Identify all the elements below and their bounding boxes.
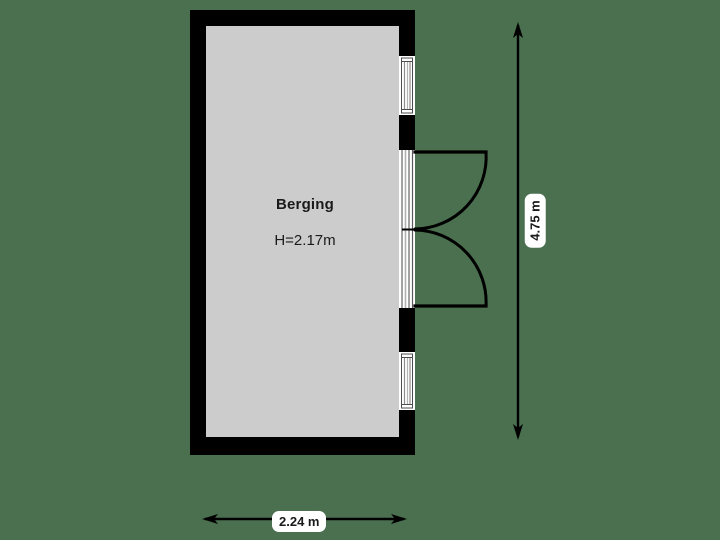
dimension-horizontal-arrow-left: [202, 514, 218, 524]
room-height-label: H=2.17m: [274, 232, 336, 249]
double-door-icon: [399, 147, 488, 311]
door-swing-arc-lower: [413, 228, 488, 308]
window-upper-icon: [401, 57, 413, 114]
dimension-vertical-arrow-top: [513, 22, 523, 38]
window-lower-icon: [401, 353, 413, 409]
dimension-horizontal-label: 2.24 m: [272, 511, 327, 532]
door-head-tick: [399, 147, 415, 150]
dimension-vertical-label: 4.75 m: [524, 193, 546, 248]
dimension-vertical: [513, 22, 523, 440]
door-swing-arc-upper: [413, 150, 488, 231]
room-walls: [190, 10, 415, 455]
window-upper-frame: [401, 57, 413, 114]
dimension-vertical-arrow-bottom: [513, 424, 523, 440]
room-name-label: Berging: [275, 196, 335, 213]
door-sill-tick: [399, 308, 415, 311]
dimension-horizontal-arrow-right: [391, 514, 407, 524]
window-lower-frame: [401, 353, 413, 409]
room-floor: [206, 26, 399, 437]
